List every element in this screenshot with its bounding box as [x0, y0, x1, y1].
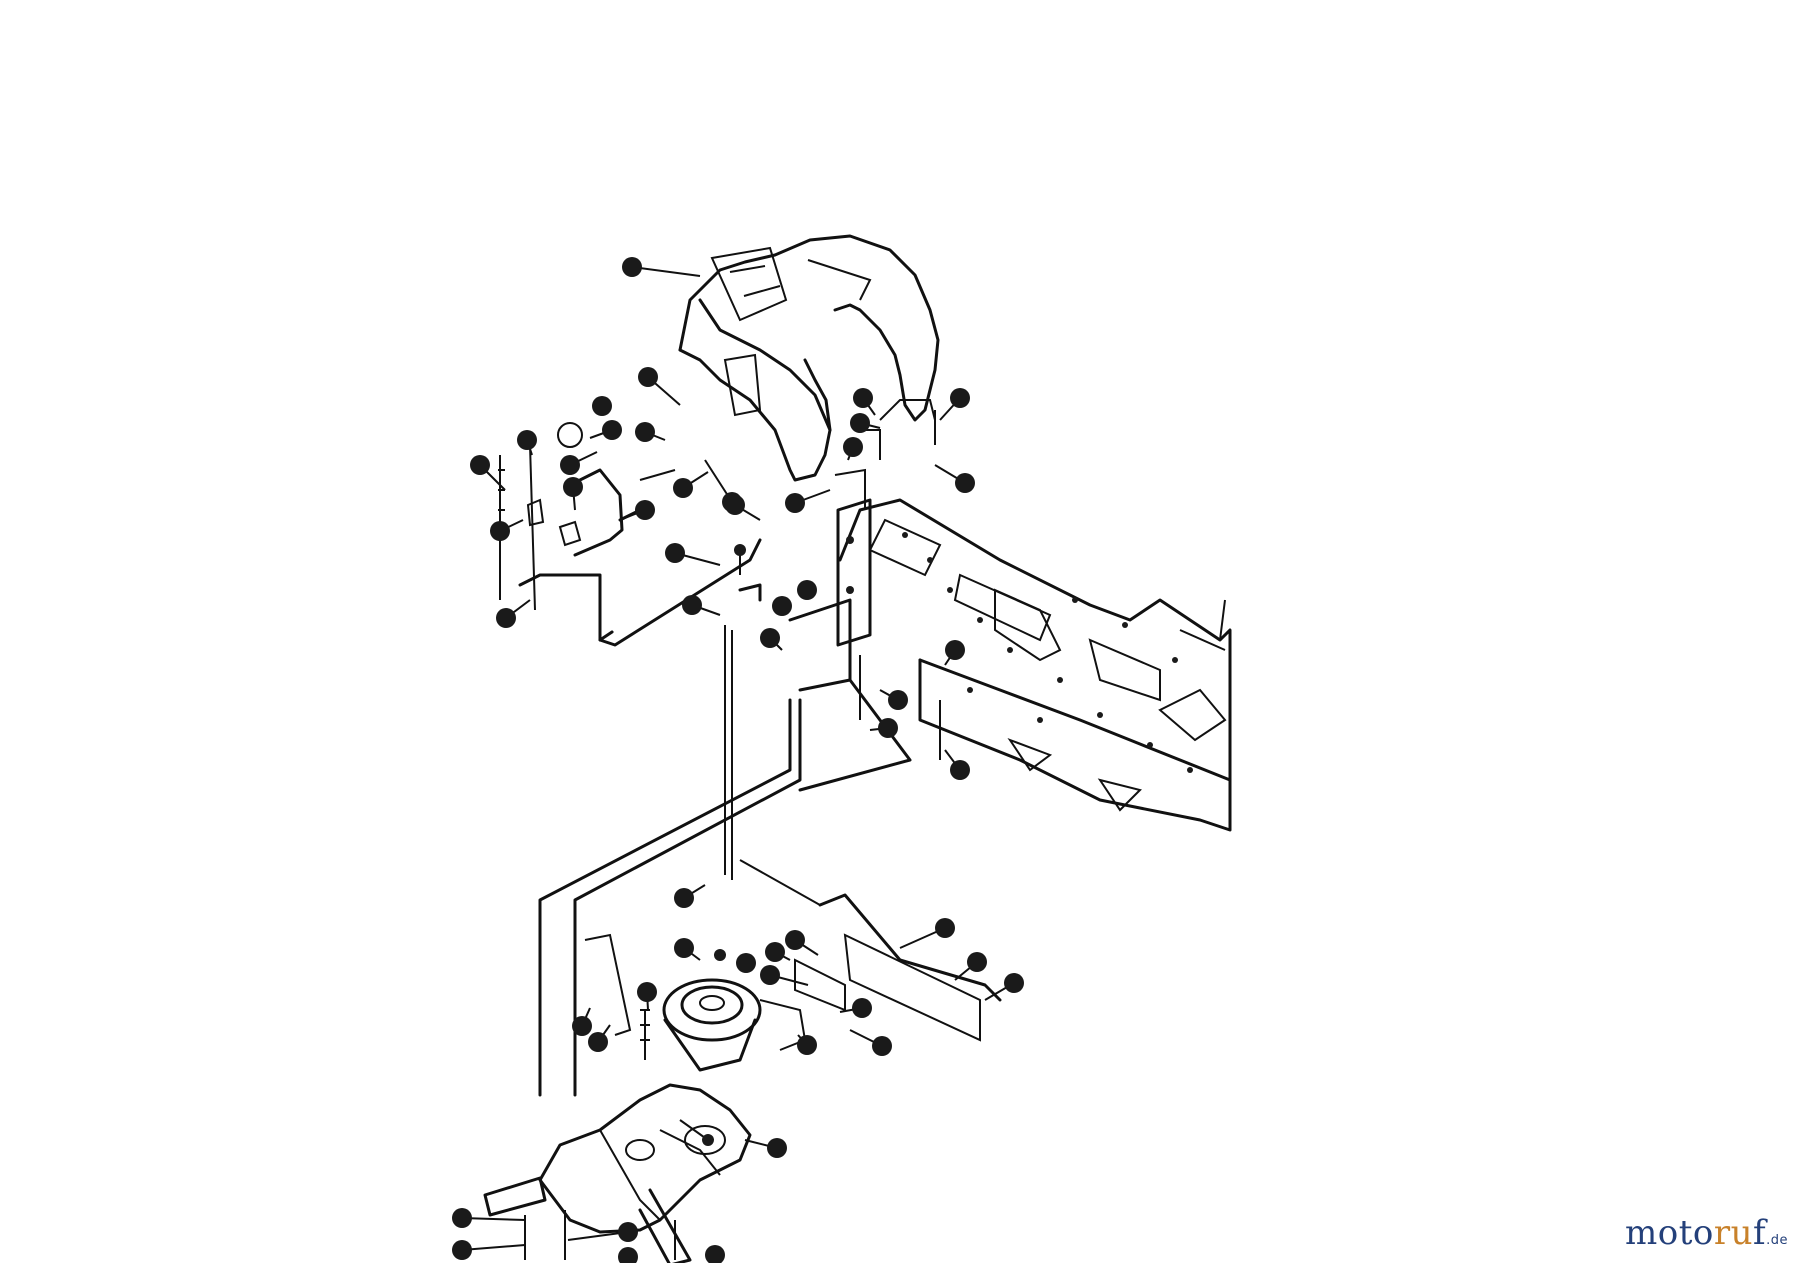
callout-marker: [765, 942, 785, 962]
watermark-tld: .de: [1766, 1233, 1788, 1248]
callout-marker: [785, 930, 805, 950]
callout-marker: [563, 477, 583, 497]
callout-marker: [682, 595, 702, 615]
callout-marker: [572, 1016, 592, 1036]
callout-marker: [945, 640, 965, 660]
callout-markers: [452, 257, 1024, 1263]
callout-marker: [517, 430, 537, 450]
callout-marker: [665, 543, 685, 563]
callout-marker: [622, 257, 642, 277]
callout-marker: [637, 982, 657, 1002]
callout-marker: [772, 596, 792, 616]
callout-marker: [760, 628, 780, 648]
callout-marker: [560, 455, 580, 475]
watermark-part-2: ru: [1713, 1213, 1754, 1253]
callout-marker: [490, 521, 510, 541]
callout-marker: [618, 1222, 638, 1242]
center-bracket: [788, 399, 936, 792]
callout-marker: [852, 998, 872, 1018]
callout-marker: [674, 938, 694, 958]
callout-marker: [935, 918, 955, 938]
rear-fender: [678, 234, 940, 482]
callout-marker: [452, 1208, 472, 1228]
pulley-assembly: [584, 933, 846, 1072]
callout-marker: [673, 478, 693, 498]
shift-linkage: [518, 422, 762, 647]
callout-marker: [878, 718, 898, 738]
callout-marker: [638, 367, 658, 387]
callout-marker: [785, 493, 805, 513]
callout-marker: [496, 608, 516, 628]
callout-marker: [635, 500, 655, 520]
callout-marker: [950, 760, 970, 780]
callout-marker: [872, 1036, 892, 1056]
callout-marker: [452, 1240, 472, 1260]
callout-marker: [950, 388, 970, 408]
callout-marker: [967, 952, 987, 972]
callout-marker: [705, 1245, 725, 1263]
callout-marker: [736, 953, 756, 973]
fasteners: [498, 410, 941, 1260]
callout-marker: [853, 388, 873, 408]
callout-marker: [767, 1138, 787, 1158]
callout-marker: [797, 1035, 817, 1055]
callout-marker: [955, 473, 975, 493]
callout-marker: [470, 455, 490, 475]
callout-marker: [674, 888, 694, 908]
callout-marker: [843, 437, 863, 457]
chassis-frame: [838, 498, 1232, 832]
callout-marker: [1004, 973, 1024, 993]
callout-marker: [618, 1247, 638, 1263]
drive-rods: [538, 625, 1002, 1097]
motoruf-watermark: motoruf.de: [1625, 1213, 1788, 1253]
callout-marker: [760, 965, 780, 985]
callout-marker: [592, 396, 612, 416]
callout-marker: [850, 413, 870, 433]
callout-marker: [722, 492, 742, 512]
callout-marker: [714, 949, 726, 961]
callout-marker: [734, 544, 746, 556]
callout-marker: [588, 1032, 608, 1052]
watermark-part-1: moto: [1625, 1213, 1714, 1253]
watermark-part-3: f: [1753, 1213, 1767, 1253]
transaxle: [483, 1083, 752, 1263]
callout-marker: [797, 580, 817, 600]
callout-marker: [602, 420, 622, 440]
callout-marker: [635, 422, 655, 442]
callout-marker: [702, 1134, 714, 1146]
callout-marker: [888, 690, 908, 710]
